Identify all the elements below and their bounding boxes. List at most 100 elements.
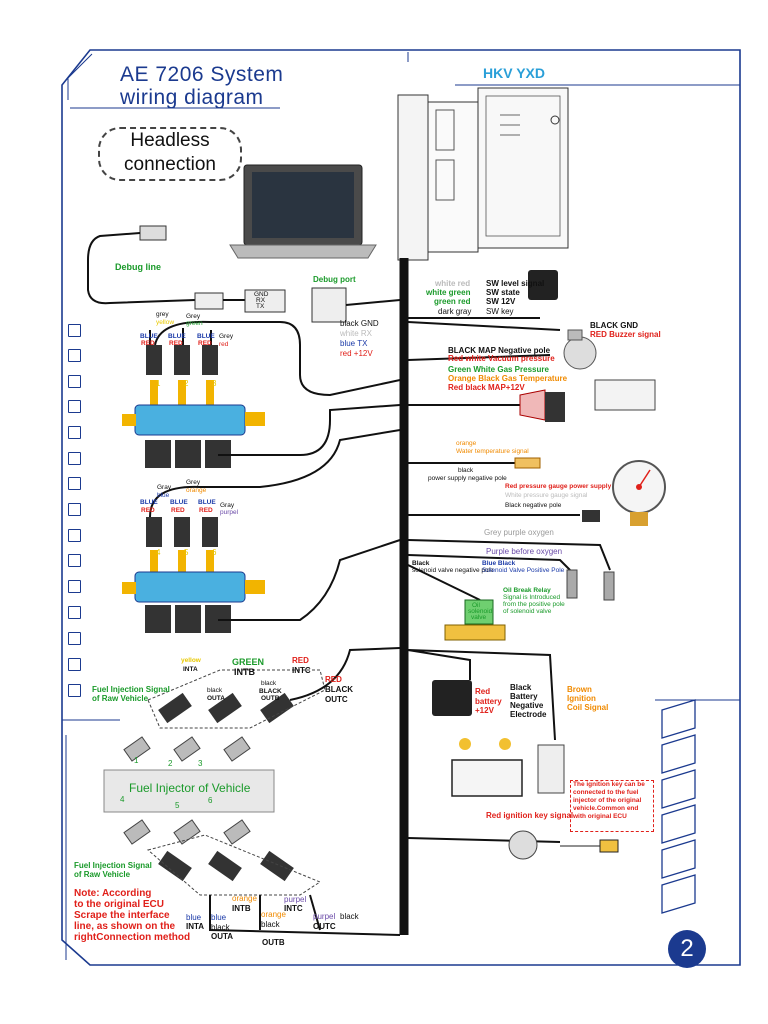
- relay-note2: Signal is Introduced: [503, 594, 561, 601]
- inj-top-inta: INTA: [183, 666, 198, 673]
- rail1-blue2: BLUE: [168, 333, 186, 340]
- rail1-wire-grey2: Grey: [186, 313, 201, 320]
- sw-green-red: green red: [434, 297, 471, 306]
- checkbox-8: [68, 503, 81, 516]
- checkbox-11: [68, 580, 81, 593]
- vehicle-injectors: [123, 736, 251, 845]
- checkbox-14: [68, 658, 81, 671]
- valve-label1: Oil: [472, 602, 480, 609]
- inj-top-red: RED: [292, 656, 309, 665]
- rail1-n1: 1: [156, 379, 161, 388]
- rail2-blue2: BLUE: [170, 499, 188, 506]
- valve-blue-black: Blue Black: [482, 560, 516, 567]
- inj-bottom-signal1: Fuel Injection Signal: [74, 861, 152, 870]
- inj-bottom-orange-intb1: orange: [232, 894, 257, 903]
- rail2-red2: RED: [171, 507, 185, 514]
- ign-note5: with original ECU: [573, 813, 627, 820]
- ign-note2: connected to the fuel: [573, 789, 639, 796]
- checkbox-2: [68, 349, 81, 362]
- coil1: Brown: [567, 685, 592, 694]
- emulator-plugs-bottom: [158, 850, 294, 882]
- switch-module: [528, 270, 558, 300]
- buzzer-red: RED Buzzer signal: [590, 330, 661, 339]
- inj-bottom-black-outa2: OUTA: [211, 932, 234, 941]
- ecu-unit: [397, 87, 569, 261]
- checkbox-7: [68, 477, 81, 490]
- sw-key: SW key: [486, 307, 514, 316]
- rail2-wire-blue: blue: [157, 492, 170, 499]
- note-line2: to the original ECU: [74, 899, 164, 910]
- plug-gnd: GND: [254, 291, 269, 298]
- vehicle-injector-title: Fuel Injector of Vehicle: [129, 781, 251, 795]
- inj-bottom-intc: INTC: [284, 904, 303, 913]
- sw-12v: SW 12V: [486, 297, 516, 306]
- water-negative: power supply negative pole: [428, 475, 507, 482]
- rail2-wire-grey3: Gray: [220, 502, 235, 509]
- inj-bottom-signal2: of Raw Vehicle: [74, 870, 131, 879]
- gas-sensor: [519, 389, 546, 421]
- headless-line2: connection: [124, 154, 216, 175]
- inj-bottom-outc: OUTC: [313, 922, 336, 931]
- valve-black-negative: solenoid valve negative pole: [412, 567, 494, 574]
- inj-top-black-outb1: black: [261, 680, 277, 687]
- vehicle-n6: 6: [208, 796, 213, 805]
- model-label: HKV YXD: [483, 65, 545, 81]
- inj-bottom-black3: black: [340, 912, 359, 921]
- inj-top-black-outa1: black: [207, 687, 223, 694]
- title-line1: AE 7206 System: [120, 63, 284, 86]
- rail2-n6: 6: [212, 548, 217, 557]
- sw-white-green: white green: [426, 288, 471, 297]
- rail2-red3: RED: [199, 507, 213, 514]
- checkbox-3: [68, 375, 81, 388]
- rail2-red1: RED: [141, 507, 155, 514]
- battery-12v: +12V: [475, 706, 494, 715]
- title-line2: wiring diagram: [120, 86, 264, 109]
- port-red-12v: red +12V: [340, 349, 373, 358]
- ignition-lock: [508, 830, 538, 860]
- inj-top-intb: INTB: [234, 667, 255, 677]
- rail1-to-rail2-wire: [218, 404, 401, 456]
- plug-rx: RX: [256, 297, 266, 304]
- headless-connection-label: Headless connection: [98, 127, 242, 181]
- inj-bottom-purpel2: purpel: [313, 912, 336, 921]
- checkbox-15: [68, 684, 81, 697]
- gauge-negative: Black negative pole: [505, 502, 562, 509]
- map-12v: Red black MAP+12V: [448, 383, 525, 392]
- note-line5: rightConnection method: [74, 932, 191, 943]
- oxygen-purple-before: Purple before oxygen: [486, 547, 563, 556]
- gas-temperature: Orange Black Gas Temperature: [448, 374, 568, 383]
- vehicle-n2: 2: [168, 759, 173, 768]
- ignition-note-box: [570, 780, 654, 832]
- vehicle-injector-block: [103, 769, 275, 813]
- inj-top-red-outc2: BLACK: [325, 685, 353, 694]
- relay-note4: of solenoid valve: [503, 608, 552, 615]
- page-number-badge: 2: [668, 930, 706, 968]
- rail1-wire-red: red: [219, 341, 229, 348]
- gas-pressure: Green White Gas Pressure: [448, 365, 549, 374]
- vehicle-n5: 5: [175, 801, 180, 810]
- inj-top-black-outb3: OUTB: [261, 695, 280, 702]
- reducer: [594, 379, 656, 411]
- valve-blue-positive: Solenoid Valve Positive Pole: [482, 567, 565, 574]
- relay-note3: from the positive pole: [503, 601, 565, 608]
- battery-battery: battery: [475, 697, 502, 706]
- debug-cable: [87, 225, 401, 323]
- laptop-image: [229, 164, 377, 259]
- inj-bottom-blue-a: blue: [186, 913, 202, 922]
- rail2-wire-purpel: purpel: [220, 509, 239, 516]
- inj-bottom-blue-b: blue: [211, 913, 227, 922]
- inj-top-red-outc1: RED: [325, 675, 342, 684]
- inj-top-green: GREEN: [232, 657, 265, 667]
- battery-black4: Electrode: [510, 710, 547, 719]
- rail1-red2: RED: [169, 340, 183, 347]
- right-branches: [407, 317, 611, 843]
- fuel-pump: [432, 680, 472, 716]
- rail1: [122, 345, 265, 468]
- checkbox-4: [68, 400, 81, 413]
- inj-top-red-outc3: OUTC: [325, 695, 348, 704]
- rail1-wire-grey3: Grey: [219, 333, 234, 340]
- rail2-blue3: BLUE: [198, 499, 216, 506]
- top-plug-dashed-box: [147, 669, 326, 729]
- frame-inner-top: [67, 53, 93, 100]
- inj-top-black-outb2: BLACK: [259, 688, 282, 695]
